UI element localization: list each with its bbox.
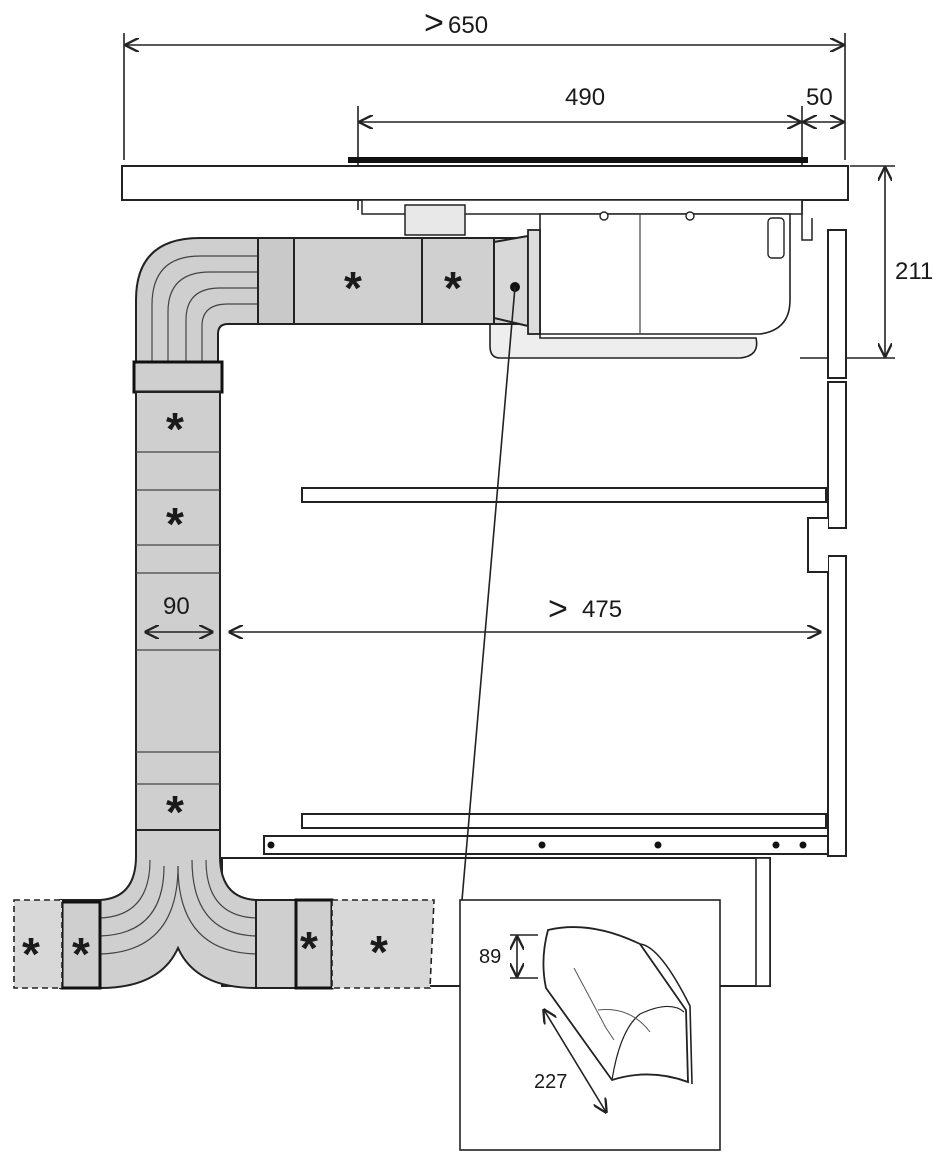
duct-system [13,229,541,990]
adapter-detail-inset: 89 227 [459,899,721,1151]
adapter-height-label: 89 [479,946,501,968]
hob-unit [361,199,813,359]
duct-width-label: 90 [163,593,190,620]
edge-offset-label: 50 [806,84,833,111]
overall-width-label: 650 [448,12,488,39]
detail-callout [461,282,520,901]
asterisk-marker: * [72,928,90,980]
worktop [121,157,849,201]
asterisk-markers: * * * * * * * * * [22,262,462,980]
dimension-hob-depth: 211 [800,165,933,359]
adapter-length-label: 227 [534,1071,567,1093]
asterisk-marker: * [300,922,318,974]
asterisk-marker: * [166,498,184,550]
dimension-overall-width: > 650 [123,4,846,160]
clearance-label: 475 [582,596,622,623]
asterisk-marker: * [344,262,362,314]
dimension-clearance: > 475 [230,590,820,632]
hob-depth-label: 211 [895,258,933,285]
dimension-duct-width: 90 [146,593,212,632]
asterisk-marker: * [166,403,184,455]
overall-width-prefix: > [424,4,444,42]
asterisk-marker: * [444,262,462,314]
dimension-edge-offset: 50 [804,84,843,122]
asterisk-marker: * [22,928,40,980]
hob-width-label: 490 [565,84,605,111]
asterisk-marker: * [166,786,184,838]
clearance-prefix: > [548,590,568,628]
asterisk-marker: * [370,926,388,978]
